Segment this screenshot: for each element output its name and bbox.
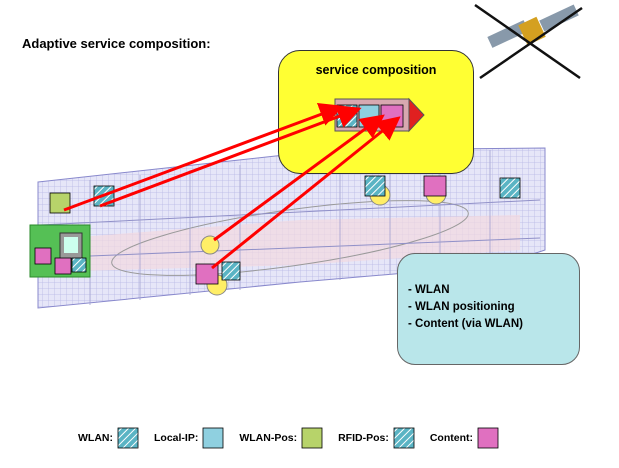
wlan-pos-puzzle-icon	[301, 427, 323, 449]
legend-label: Local-IP:	[154, 432, 199, 444]
legend-label: WLAN-Pos:	[239, 432, 298, 444]
satellite-icon	[474, 3, 583, 80]
slide-title: Adaptive service composition:	[22, 36, 211, 51]
content-puzzle-icon	[477, 427, 499, 449]
legend-item-rfid-pos: RFID-Pos:	[338, 426, 416, 450]
service-item: - WLAN	[408, 284, 450, 296]
legend-label: RFID-Pos:	[338, 432, 389, 444]
service-availability-list: - WLAN - WLAN positioning - Content (via…	[408, 282, 523, 333]
legend-label: Content:	[429, 432, 473, 444]
service-composition-box: service composition	[278, 50, 474, 174]
service-availability-box: - WLAN - WLAN positioning - Content (via…	[397, 253, 580, 365]
legend-item-wlan: WLAN:	[78, 426, 140, 450]
legend: WLAN: Local-IP: WLAN-Pos: RFID-Pos: Cont…	[78, 424, 508, 452]
legend-item-wlan-pos: WLAN-Pos:	[239, 426, 324, 450]
legend-item-local-ip: Local-IP:	[154, 426, 225, 450]
local-ip-puzzle-icon	[202, 427, 224, 449]
legend-item-content: Content:	[430, 426, 500, 450]
service-item: - WLAN positioning	[408, 301, 515, 313]
service-composition-title: service composition	[315, 63, 437, 77]
wlan-puzzle-icon	[117, 427, 139, 449]
service-item: - Content (via WLAN)	[408, 318, 523, 330]
legend-label: WLAN:	[78, 432, 113, 444]
rfid-pos-puzzle-icon	[393, 427, 415, 449]
